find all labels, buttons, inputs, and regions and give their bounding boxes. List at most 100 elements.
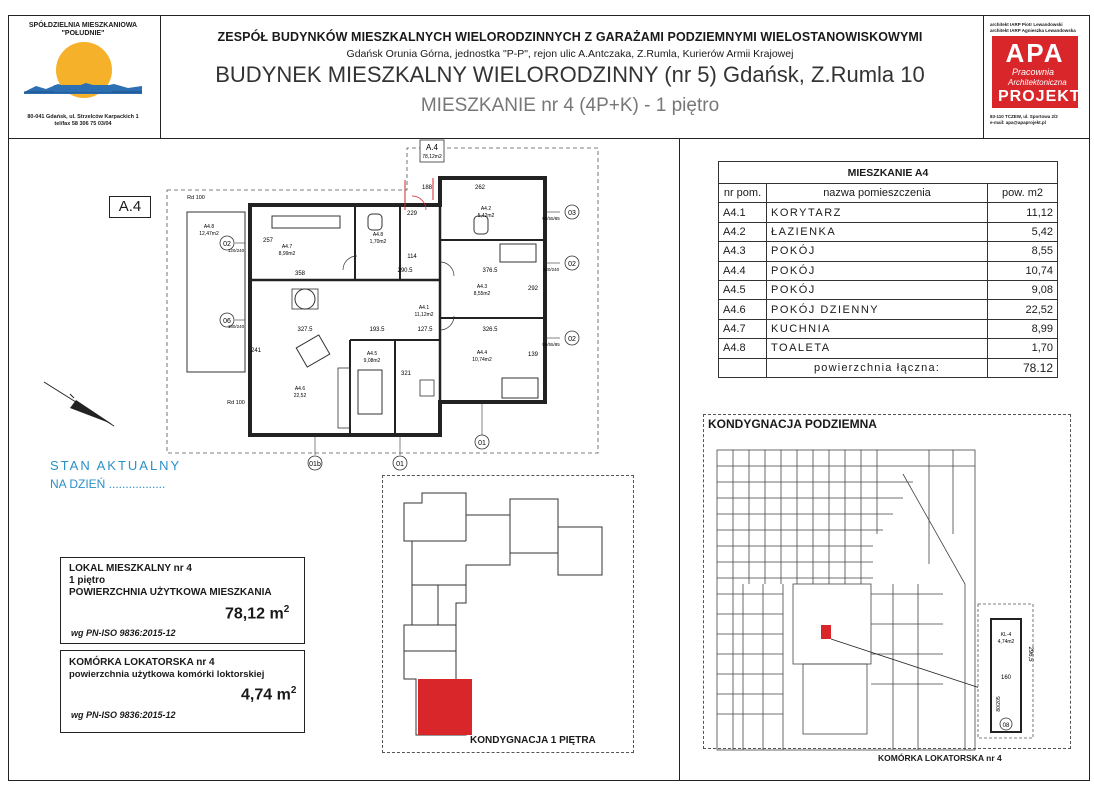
- svg-text:10,74m2: 10,74m2: [472, 357, 492, 363]
- architect-address: 83-110 TCZEW, ul. Sportowa 2/2 e-mail: a…: [990, 114, 1058, 125]
- table-header-row: nr pom. nazwa pomieszczenia pow. m2: [718, 182, 1058, 204]
- window-tag: 90/55/85: [542, 342, 560, 347]
- svg-text:8,55m2: 8,55m2: [474, 291, 491, 297]
- top-marker-label: A.4: [426, 143, 439, 152]
- apa-logo-word2: Architektoniczna: [1008, 78, 1067, 87]
- room-tag: A4.5 9,08m2: [364, 351, 381, 364]
- dimension-label: 292: [528, 286, 539, 292]
- axis-label: 01: [478, 440, 486, 447]
- dimension-label: 327.5: [297, 327, 313, 333]
- room-tag: A4.8 1,70m2: [370, 232, 387, 245]
- axis-label: 02: [223, 241, 231, 248]
- svg-text:A4.8: A4.8: [373, 232, 384, 238]
- svg-text:A4.6: A4.6: [295, 386, 306, 392]
- window-tag: 120/240: [543, 267, 560, 272]
- svg-text:A4.5: A4.5: [367, 351, 378, 357]
- building-floor-plan: [403, 492, 603, 736]
- svg-text:A4.8: A4.8: [204, 224, 215, 230]
- header-left-divider: [160, 15, 161, 138]
- axis-label: 03: [568, 210, 576, 217]
- storage-id: KL-4: [1001, 632, 1012, 638]
- column-divider: [679, 138, 680, 781]
- apa-logo-letters: APA: [1005, 38, 1065, 68]
- room-tag: A4.4 10,74m2: [472, 350, 492, 363]
- svg-text:1,70m2: 1,70m2: [370, 239, 387, 245]
- area-standard: wg PN-ISO 9836:2015-12: [71, 710, 176, 720]
- storage-area-box: KOMÓRKA LOKATORSKA nr 4 powierzchnia uży…: [60, 650, 305, 733]
- dimension-label: 262: [475, 185, 486, 191]
- room-tag: A4.3 8,55m2: [474, 284, 491, 297]
- apa-logo: APA Pracownia Architektoniczna PROJEKT: [992, 36, 1080, 108]
- svg-text:22,52: 22,52: [294, 393, 307, 399]
- door-tag: 80/205: [996, 696, 1002, 712]
- axis-label: 01: [396, 461, 404, 468]
- svg-text:8,99m2: 8,99m2: [279, 251, 296, 257]
- room-tag: A4.8 12,47m2: [199, 224, 219, 237]
- dimension-label: 127.5: [417, 327, 433, 333]
- status-heading: STAN AKTUALNY: [50, 458, 182, 473]
- apartment-highlight: [418, 679, 472, 735]
- storage-height: 296,5: [1027, 646, 1033, 662]
- dimension-label: 376.5: [482, 268, 498, 274]
- window-tag: 120/240: [228, 248, 245, 253]
- storage-area-label: powierzchnia użytkowa komórki loktorskie…: [69, 669, 265, 680]
- total-value: 78.12: [987, 357, 1058, 378]
- room-tag: A4.7 8,99m2: [279, 244, 296, 257]
- column-header: nr pom.: [718, 182, 767, 204]
- room-area-table: MIESZKANIE A4 nr pom. nazwa pomieszczeni…: [718, 161, 1058, 378]
- storage-number: KOMÓRKA LOKATORSKA nr 4: [69, 657, 215, 668]
- header-right-divider: [983, 15, 984, 138]
- room-tag: A4.2 5,42m2: [478, 206, 495, 219]
- svg-text:11,12m2: 11,12m2: [414, 312, 433, 318]
- axis-label: 02: [568, 261, 576, 268]
- basement-plan-title: KONDYGNACJA PODZIEMNA: [708, 417, 877, 431]
- room-tag: A4.6 22,52: [294, 386, 307, 399]
- svg-text:A4.3: A4.3: [477, 284, 488, 290]
- dimension-label: 241: [251, 348, 262, 354]
- apartment-number: LOKAL MIESZKALNY nr 4: [69, 563, 192, 574]
- apartment-area-box: LOKAL MIESZKALNY nr 4 1 piętro POWIERZCH…: [60, 557, 305, 644]
- svg-text:A4.7: A4.7: [282, 244, 293, 250]
- logo-banner: [54, 85, 112, 92]
- north-arrow-icon: [43, 381, 115, 427]
- total-label: powierzchnia łączna:: [766, 357, 988, 378]
- dimension-label: 139: [528, 352, 539, 358]
- storage-highlight: [821, 625, 831, 639]
- architect-names: architekt IARP Piotr Lewandowski archite…: [990, 22, 1076, 33]
- svg-text:9,08m2: 9,08m2: [364, 358, 381, 364]
- svg-text:12,47m2: 12,47m2: [199, 231, 219, 237]
- cooperative-address: 80-041 Gdańsk, ul. Strzelców Karpackich …: [27, 114, 139, 127]
- column-header: pow. m2: [987, 182, 1058, 204]
- table-title: MIESZKANIE A4: [718, 161, 1058, 184]
- dimension-label: 290.5: [397, 268, 413, 274]
- top-marker-area: 78,12m2: [422, 154, 442, 160]
- storage-width: 160: [1001, 675, 1012, 681]
- cooperative-logo: SPÓŁDZIELNIA MIESZKANIOWA "POŁUDNIE" 80-…: [18, 22, 148, 132]
- area-standard: wg PN-ISO 9836:2015-12: [71, 628, 176, 638]
- dimension-label: 114: [407, 254, 417, 260]
- cooperative-name: SPÓŁDZIELNIA MIESZKANIOWA "POŁUDNIE": [28, 22, 138, 37]
- svg-text:5,42m2: 5,42m2: [478, 213, 495, 219]
- usable-area-value: 78,12 m2: [225, 604, 290, 623]
- project-title: ZESPÓŁ BUDYNKÓW MIESZKALNYCH WIELORODZIN…: [217, 30, 923, 44]
- dimension-label: 321: [401, 371, 412, 377]
- svg-text:A4.4: A4.4: [477, 350, 488, 356]
- room-tag: A4.1 11,12m2: [414, 305, 433, 318]
- level-label: Rd 100: [187, 195, 205, 201]
- column-header: nazwa pomieszczenia: [766, 182, 988, 204]
- header-divider: [8, 138, 1090, 139]
- axis-label: 01b: [309, 461, 321, 468]
- dimension-label: 188: [422, 185, 433, 191]
- storage-area: 4,74m2: [998, 639, 1015, 645]
- status-date: NA DZIEŃ .................: [50, 477, 166, 491]
- table-total-row: powierzchnia łączna: 78.12: [718, 357, 1058, 378]
- building-floor-plan-frame: [382, 475, 634, 753]
